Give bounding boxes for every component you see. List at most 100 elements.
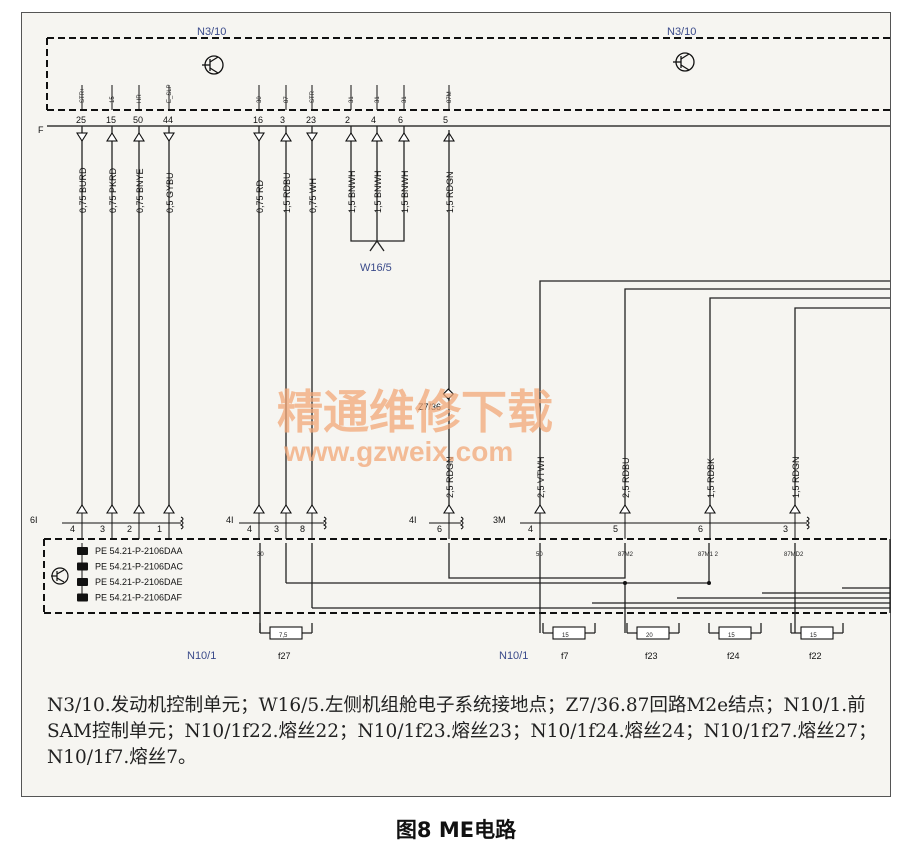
bottom-module-label-left: N10/1 (187, 650, 216, 662)
pin-tag: 31 (375, 96, 381, 103)
lower-wire-labels: 2,5 RDGN 2,5 VTWH 2,5 RDBU 1,5 RDBK 1,5 RDGN (445, 456, 801, 498)
pin-arrow-icon (619, 503, 631, 514)
wire-label: 1,5 RDBU (282, 172, 292, 213)
wire-label: 0,75 BNYE (135, 168, 145, 213)
wire-label: 0,5 GYBU (165, 172, 175, 213)
pin-number: 2 (127, 524, 132, 534)
top-module-label-left: N3/10 (197, 26, 226, 38)
pin-arrow-icon (106, 503, 118, 514)
fuse-rating: 15 (562, 633, 569, 639)
fuse-icon (718, 626, 752, 640)
ground-label: W16/5 (360, 262, 392, 274)
transistor-icon (202, 55, 224, 75)
connector-label: 4I (226, 515, 234, 525)
circuit-diagram: N3/10 N3/10 F STR+251515HR50E_SLP4430168… (30, 26, 891, 662)
pin-arrow-icon (789, 503, 801, 514)
fuse-icon (269, 626, 303, 640)
fuse-icon (552, 626, 586, 640)
pin-number: 8 (300, 524, 305, 534)
internal-tag: 30 (257, 552, 264, 558)
pin-arrow-icon (133, 131, 145, 142)
fuse-rating: 15 (810, 633, 817, 639)
wire-label: 2,5 VTWH (536, 456, 546, 498)
pin-number: 5 (443, 115, 448, 125)
watermark-line1: 精通维修下载 (277, 386, 553, 438)
pin-arrow-icon (534, 503, 546, 514)
fuse-rating: 20 (646, 633, 653, 639)
wire-label: 2,5 RDBU (621, 457, 631, 498)
wire-label: 1,5 RDGN (445, 171, 455, 213)
fuse-rating: 7,5 (279, 633, 288, 639)
connector-label: 4I (409, 515, 417, 525)
wire-label: 1,5 BNWH (373, 170, 383, 213)
pin-arrow-icon (253, 132, 265, 143)
pin-arrow-icon (280, 503, 292, 514)
wire-label: 2,5 RDGN (445, 456, 455, 498)
pin-arrow-icon (76, 132, 88, 143)
internal-tag: 87M1 2 (698, 552, 719, 558)
pin-number: 6 (437, 524, 442, 534)
pin-arrow-icon (345, 131, 357, 142)
pin-number: 5 (613, 524, 618, 534)
fuse-name: f27 (278, 651, 291, 661)
pin-number: 15 (106, 115, 116, 125)
pin-arrow-icon (704, 503, 716, 514)
code-label: PE 54.21-P-2106DAE (95, 577, 183, 587)
code-label: PE 54.21-P-2106DAF (95, 593, 183, 603)
top-pins: STR+251515HR50E_SLP443016873STR233123143… (76, 84, 453, 125)
internal-tag: 87M2 (618, 552, 634, 558)
pin-number: 3 (280, 115, 285, 125)
fuse-icon (636, 626, 670, 640)
pin-arrow-icon (133, 503, 145, 514)
pin-tag: 15 (110, 96, 116, 103)
connector-label: 6I (30, 515, 38, 525)
pin-number: 16 (253, 115, 263, 125)
pin-arrow-icon (163, 503, 175, 514)
internal-tag: 87MD2 (784, 552, 804, 558)
pin-number: 23 (306, 115, 316, 125)
pin-number: 25 (76, 115, 86, 125)
bottom-module-label-right: N10/1 (499, 650, 528, 662)
fuse-name: f7 (561, 651, 569, 661)
pin-arrow-icon (253, 503, 265, 514)
pin-arrow-icon (371, 131, 383, 142)
fuse-name: f23 (645, 651, 658, 661)
fuse-name: f22 (809, 651, 822, 661)
pin-number: 3 (783, 524, 788, 534)
shield-icon (459, 516, 464, 530)
pin-number: 44 (163, 115, 173, 125)
pin-arrow-icon (280, 131, 292, 142)
code-label: PE 54.21-P-2106DAA (95, 546, 183, 556)
pin-tag: 31 (402, 96, 408, 103)
pin-arrow-icon (76, 503, 88, 514)
wire-label: 1,5 RDBK (706, 458, 716, 498)
pin-arrow-icon (163, 132, 175, 143)
pin-number: 4 (247, 524, 252, 534)
pin-number: 4 (70, 524, 75, 534)
shield-icon (805, 516, 810, 530)
pin-arrow-icon (398, 131, 410, 142)
pin-number: 4 (371, 115, 376, 125)
pin-tag: STR (310, 90, 316, 103)
fuse-icon (800, 626, 834, 640)
wire-label: 1,5 BNWH (400, 170, 410, 213)
pin-tag: 30 (257, 96, 263, 103)
wire-label: 0,75 PKRD (108, 167, 118, 213)
fuses: 7,5 f27 15 f7 20 f23 15 f24 15 f22 (259, 623, 844, 661)
pin-tag: E_SLP (167, 84, 173, 103)
wire-label: 0,75 BURD (78, 167, 88, 213)
figure-title: 图8 ME电路 (395, 818, 517, 842)
pin-tag: 31 (349, 96, 355, 103)
module-internal-lines (81, 539, 891, 633)
pin-tag: 87M (447, 91, 453, 103)
connector-label: 3M (493, 515, 506, 525)
figure-caption: N3/10.发动机控制单元；W16/5.左侧机组舱电子系统接地点；Z7/36.8… (47, 695, 877, 768)
pin-number: 1 (157, 524, 162, 534)
wire-label: 1,5 RDGN (791, 456, 801, 498)
fuse-rating: 15 (728, 633, 735, 639)
fuse-name: f24 (727, 651, 740, 661)
pin-arrow-icon (306, 132, 318, 143)
